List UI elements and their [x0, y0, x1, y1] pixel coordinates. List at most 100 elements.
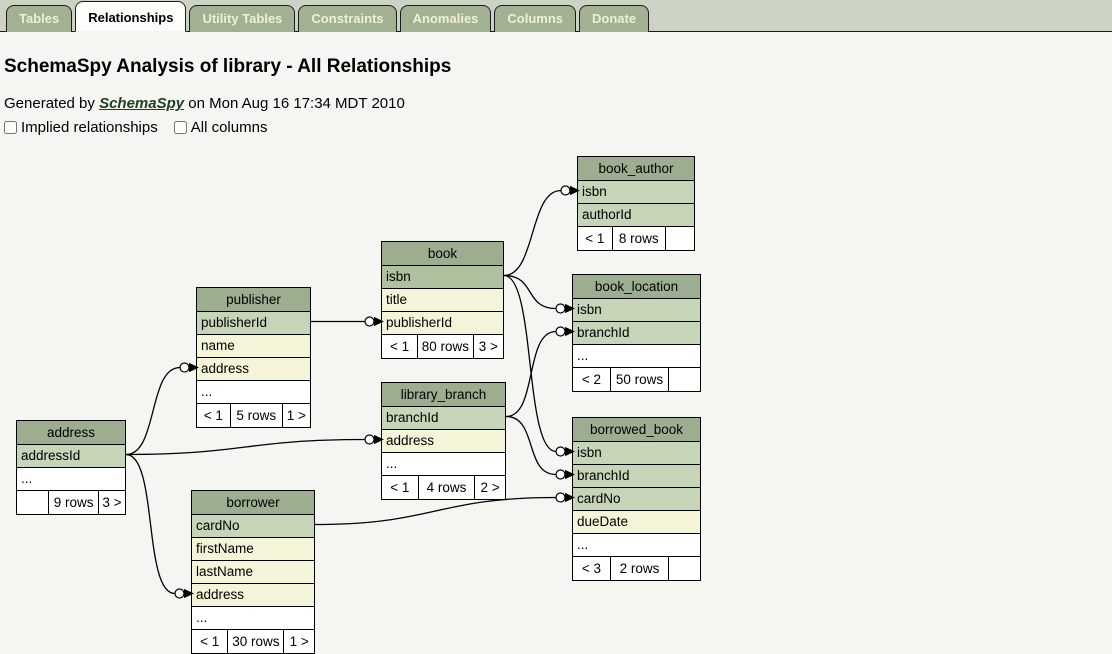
- implied-relationships-checkbox[interactable]: [4, 121, 17, 134]
- fk-circle-marker: [174, 588, 185, 599]
- page-title: SchemaSpy Analysis of library - All Rela…: [4, 56, 452, 77]
- fk-circle-marker: [555, 303, 566, 314]
- table-book-header[interactable]: book: [382, 242, 503, 265]
- schemaspy-link[interactable]: SchemaSpy: [99, 95, 185, 112]
- table-publisher-column-name: name: [197, 334, 310, 357]
- table-library_branch-row-count: 4 rows: [417, 476, 475, 499]
- table-publisher-header[interactable]: publisher: [197, 288, 310, 311]
- table-publisher-parent-count: < 1: [203, 408, 223, 423]
- relationship-line-borrower-cardno-to-borrowed-book-cardno: [314, 496, 557, 526]
- table-publisher-column-address: address: [197, 357, 310, 380]
- tab-utility-tables[interactable]: Utility Tables: [189, 5, 296, 32]
- table-publisher-column-more: ...: [197, 380, 310, 403]
- page-header: SchemaSpy Analysis of library - All Rela…: [0, 56, 1112, 136]
- table-book-parent-count: < 1: [389, 339, 410, 354]
- table-book-column-isbn: isbn: [382, 265, 503, 288]
- tab-relationships[interactable]: Relationships: [75, 1, 187, 32]
- table-borrower-row-count: 30 rows: [227, 630, 283, 653]
- table-address-header[interactable]: address: [17, 421, 125, 444]
- table-borrowed_book-row-count: 2 rows: [609, 557, 668, 580]
- relationship-line-address-addressid-to-publisher-address: [125, 366, 181, 456]
- table-address-column-addressid: addressId: [17, 444, 125, 467]
- table-book-column-title: title: [382, 288, 503, 311]
- generated-suffix: on Mon Aug 16 17:34 MDT 2010: [184, 95, 405, 112]
- tab-donate[interactable]: Donate: [579, 5, 650, 32]
- table-book_author-child-count: [664, 227, 694, 250]
- table-book_location-column-branchid: branchId: [573, 321, 700, 344]
- filter-checkboxes: Implied relationships All columns: [4, 119, 1112, 136]
- relationship-line-book-isbn-to-borrowed-book-isbn: [503, 274, 557, 453]
- table-book_author-column-authorid: authorId: [578, 203, 694, 226]
- table-publisher-child-count: 1 >: [281, 404, 310, 427]
- table-publisher-row-count: 5 rows: [229, 404, 282, 427]
- table-borrower-column-address: address: [192, 583, 314, 606]
- table-book_author-row-count: 8 rows: [611, 227, 665, 250]
- table-borrower-child-count: 1 >: [283, 630, 314, 653]
- fk-circle-marker: [555, 492, 566, 503]
- table-borrower-column-more: ...: [192, 606, 314, 629]
- all-columns-checkbox[interactable]: [173, 121, 187, 134]
- table-book_author-header[interactable]: book_author: [578, 157, 694, 180]
- tab-anomalies[interactable]: Anomalies: [399, 5, 492, 32]
- table-borrower-column-firstname: firstName: [192, 537, 314, 560]
- fk-circle-marker: [555, 469, 566, 480]
- generated-prefix: Generated by: [4, 95, 100, 112]
- tab-tables[interactable]: Tables: [6, 5, 73, 32]
- filter-all-columns: All columns: [173, 119, 268, 136]
- table-borrower-column-lastname: lastName: [192, 560, 314, 583]
- fk-circle-marker: [179, 362, 190, 373]
- table-borrower-header[interactable]: borrower: [192, 491, 314, 514]
- tab-columns[interactable]: Columns: [494, 5, 577, 32]
- table-library_branch-column-branchid: branchId: [382, 406, 505, 429]
- table-book_author-column-isbn: isbn: [578, 180, 694, 203]
- table-book_location-child-count: [668, 368, 700, 391]
- table-library_branch-child-count: 2 >: [474, 476, 505, 499]
- table-book_location-header[interactable]: book_location: [573, 275, 700, 298]
- table-book_location-parent-count: < 2: [581, 372, 601, 387]
- fk-circle-marker: [364, 434, 375, 445]
- table-book-child-count: 3 >: [472, 335, 503, 358]
- table-borrowed_book-header[interactable]: borrowed_book: [573, 418, 700, 441]
- table-address-parent-count: [17, 491, 48, 514]
- relationship-line-address-addressid-to-library-branch-address: [125, 438, 366, 456]
- table-borrowed_book-column-more: ...: [573, 533, 700, 556]
- relationship-line-library-branch-branchid-to-book-location-branchid: [505, 330, 557, 418]
- table-book-row-count: 80 rows: [417, 335, 473, 358]
- table-library_branch-column-more: ...: [382, 452, 505, 475]
- fk-circle-marker: [555, 326, 566, 337]
- relationship-line-book-isbn-to-book-author-isbn: [503, 189, 562, 277]
- table-borrowed_book-parent-count: < 3: [581, 561, 601, 576]
- tab-constraints[interactable]: Constraints: [298, 5, 397, 32]
- table-address-row-count: 9 rows: [48, 491, 98, 514]
- table-book_author-parent-count: < 1: [585, 231, 605, 246]
- table-book-column-publisherid: publisherId: [382, 311, 503, 334]
- table-borrowed_book-column-isbn: isbn: [573, 441, 700, 464]
- table-borrowed_book-column-cardno: cardNo: [573, 487, 700, 510]
- table-library_branch-header[interactable]: library_branch: [382, 383, 505, 406]
- table-publisher-column-publisherid: publisherId: [197, 311, 310, 334]
- filter-label: Implied relationships: [21, 119, 158, 136]
- table-borrowed_book-column-branchid: branchId: [573, 464, 700, 487]
- relationship-line-book-isbn-to-book-location-isbn: [503, 274, 557, 310]
- table-borrowed_book-column-duedate: dueDate: [573, 510, 700, 533]
- table-library_branch-parent-count: < 1: [390, 480, 410, 495]
- fk-circle-marker: [560, 185, 571, 196]
- table-borrowed_book-child-count: [668, 557, 700, 580]
- filter-label: All columns: [190, 119, 268, 136]
- table-address-child-count: 3 >: [97, 491, 125, 514]
- filter-implied-relationships: Implied relationships: [4, 119, 158, 136]
